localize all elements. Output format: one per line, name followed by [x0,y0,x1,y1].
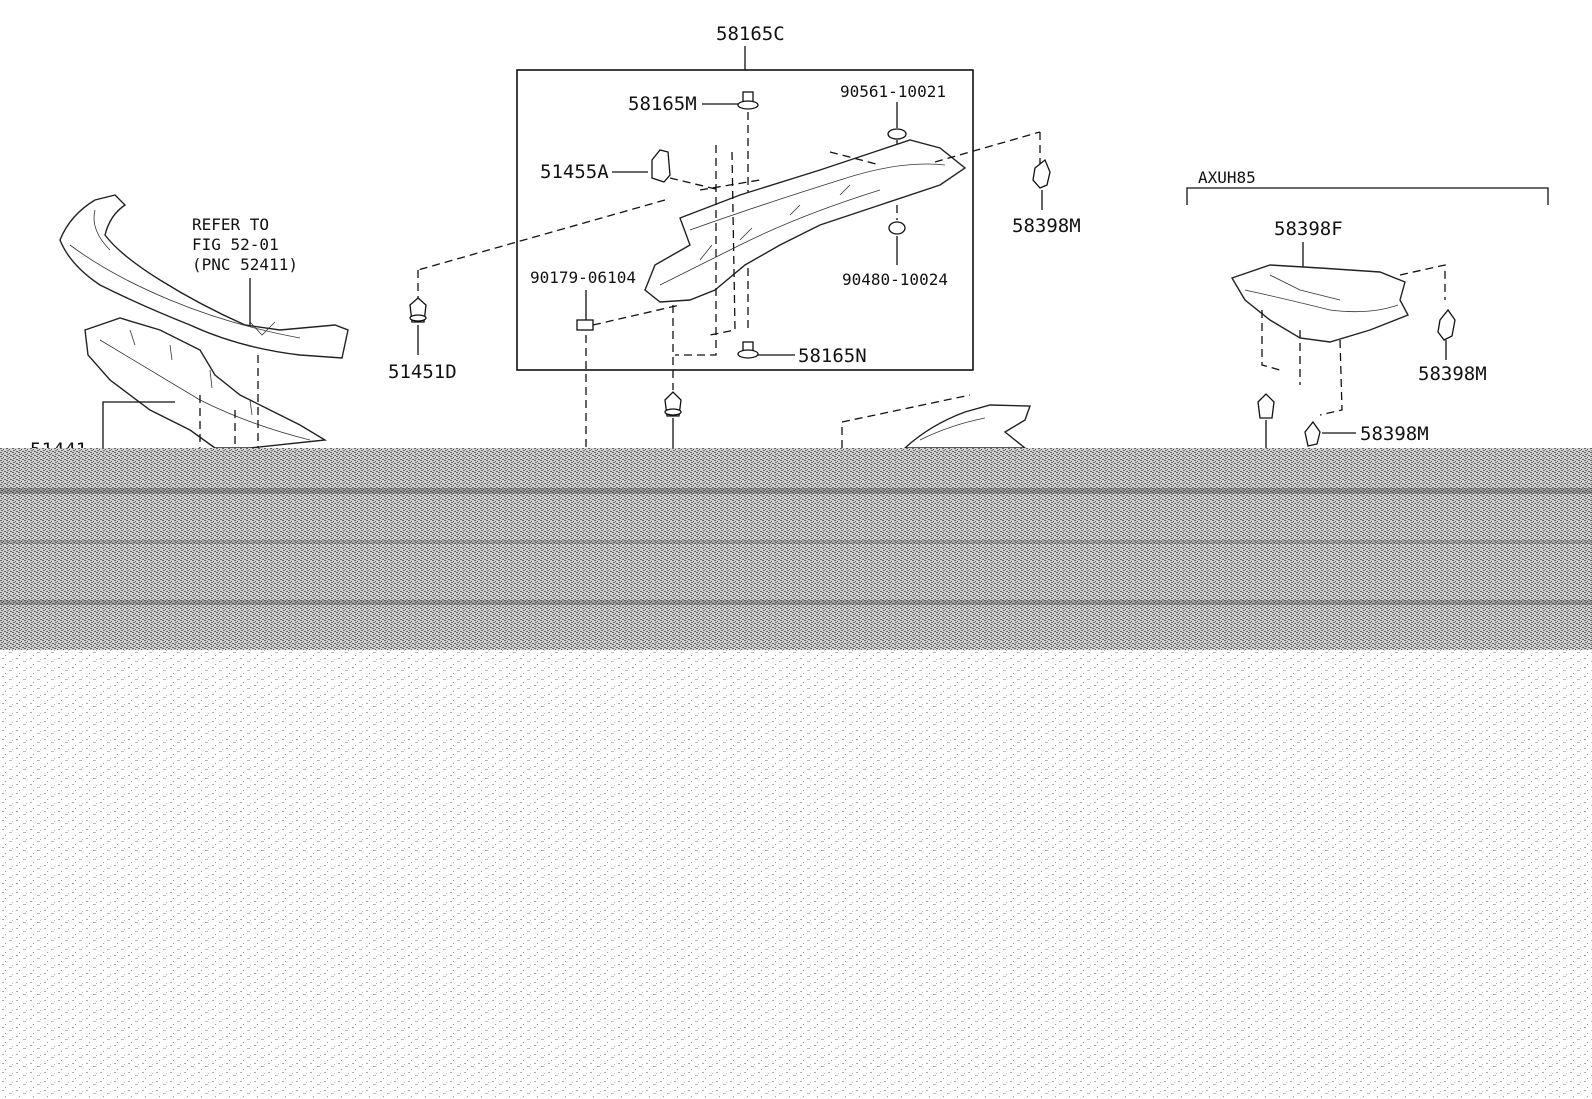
label-58398m-right: 58398M [1418,363,1487,385]
partial-cover-part [903,404,1031,449]
bumper-cover-part [59,194,349,359]
refer-note-line-1: REFER TO [192,215,269,234]
clip-58398m-lower [1304,420,1321,447]
refer-note-line-3: (PNC 52411) [192,255,298,274]
group-frame-58165c [516,69,974,371]
clip-58165n [737,341,759,359]
clip-center-lower [664,391,682,417]
label-axuh85: AXUH85 [1198,168,1256,187]
clip-58398m-top [1032,158,1051,189]
clip-58398m-right [1437,308,1456,341]
label-51451d: 51451D [388,361,457,383]
clip-right-lower [1257,393,1275,419]
clip-51451d [409,297,427,323]
label-90561-10021: 90561-10021 [840,82,946,101]
corrupted-image-band [0,448,1592,650]
nut-90561 [887,128,907,140]
label-58165m: 58165M [628,93,697,115]
bracket-51455a [651,149,671,183]
refer-note-line-2: FIG 52-01 [192,235,279,254]
corrupted-sparse-region [0,650,1592,1099]
clip-58165m [737,91,759,110]
label-58398m-lower: 58398M [1360,423,1429,445]
label-51455a: 51455A [540,161,609,183]
label-90179-06104: 90179-06104 [530,268,636,287]
label-58398m-top: 58398M [1012,215,1081,237]
refer-note: REFER TO FIG 52-01 (PNC 52411) [192,215,298,325]
label-58165n: 58165N [798,345,867,367]
engine-under-cover-part [644,139,967,303]
label-58398f: 58398F [1274,218,1343,240]
side-under-cover-part [1230,264,1409,343]
label-90480-10024: 90480-10024 [842,270,948,289]
label-58165c: 58165C [716,23,785,45]
nut-90480 [888,221,906,235]
nut-90179 [576,319,594,331]
